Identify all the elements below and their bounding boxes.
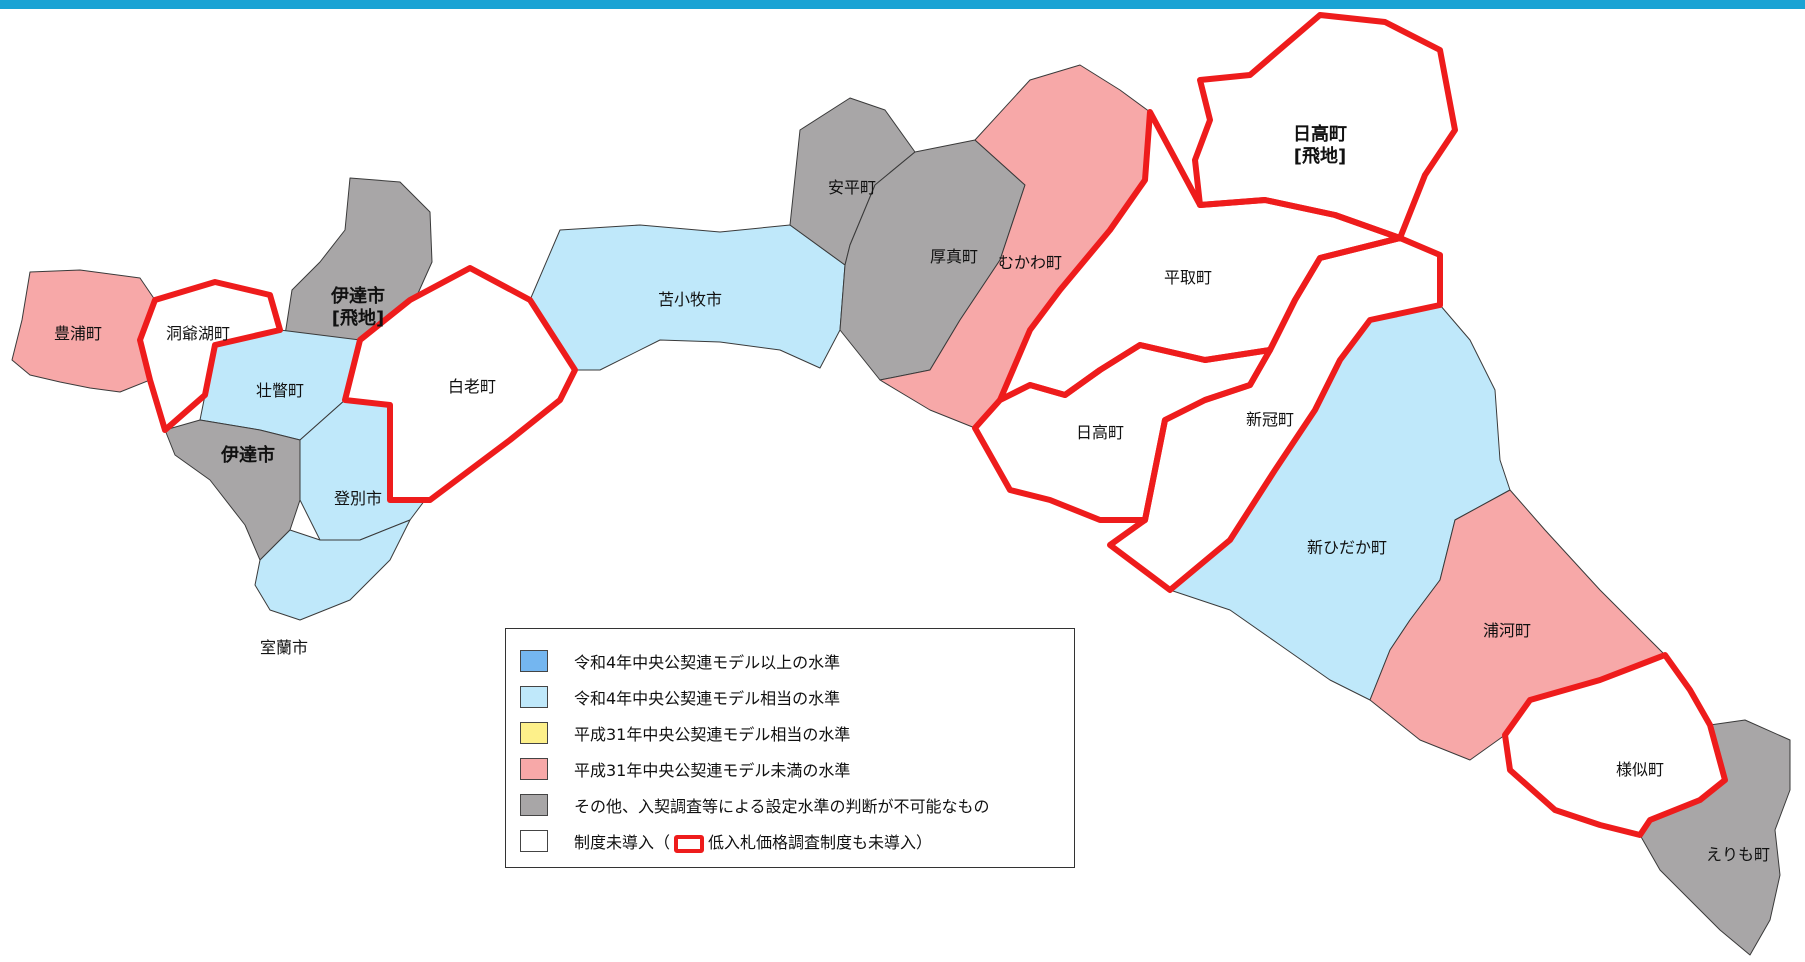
legend-item: 制度未導入（ 低入札価格調査制度も未導入）	[520, 827, 932, 855]
legend-item: 平成31年中央公契連モデル相当の水準	[520, 719, 850, 747]
red-outline-swatch	[674, 834, 705, 853]
region-toyoura	[11, 269, 156, 393]
label-mukawa: むかわ町	[997, 253, 1063, 272]
label-muroran: 室蘭市	[259, 638, 309, 657]
legend-swatch	[520, 722, 548, 744]
region-urakawa	[1369, 489, 1666, 761]
label-sobetsu: 壮瞥町	[255, 381, 305, 400]
legend-swatch	[520, 686, 548, 708]
legend-text-before: 制度未導入（	[574, 833, 671, 852]
label-hidaka: 日高町	[1075, 423, 1125, 442]
label-toyako: 洞爺湖町	[165, 324, 231, 343]
outline-hidaka-enclave	[1192, 12, 1458, 241]
outline-samani	[1502, 652, 1728, 838]
label-toyoura: 豊浦町	[53, 324, 103, 343]
label-noboribetsu: 登別市	[333, 489, 383, 508]
outline-toyako	[137, 279, 283, 433]
legend-swatch	[520, 830, 548, 852]
legend-item: その他、入契調査等による設定水準の判断が不可能なもの	[520, 791, 990, 819]
legend-item: 平成31年中央公契連モデル未満の水準	[520, 755, 850, 783]
label-biratori: 平取町	[1163, 268, 1213, 287]
label-samani: 様似町	[1615, 760, 1665, 779]
legend-text-after: 低入札価格調査制度も未導入）	[708, 833, 933, 852]
map-legend: 令和4年中央公契連モデル以上の水準 令和4年中央公契連モデル相当の水準 平成31…	[505, 628, 1075, 868]
label-shiraoi: 白老町	[447, 377, 497, 396]
label-date-enclave: 伊達市[飛地]	[331, 286, 385, 329]
label-niikappu: 新冠町	[1245, 410, 1295, 429]
label-shinhidaka: 新ひだか町	[1306, 538, 1388, 557]
label-abira: 安平町	[827, 178, 877, 197]
legend-item: 令和4年中央公契連モデル相当の水準	[520, 683, 840, 711]
label-hidaka-enclave: 日高町[飛地]	[1293, 124, 1347, 167]
label-urakawa: 浦河町	[1482, 621, 1532, 640]
legend-swatch	[520, 758, 548, 780]
label-erimo: えりも町	[1705, 845, 1771, 864]
label-tomakomai: 苫小牧市	[657, 290, 723, 309]
legend-item: 令和4年中央公契連モデル以上の水準	[520, 647, 840, 675]
top-accent-bar	[0, 0, 1805, 9]
legend-swatch	[520, 794, 548, 816]
legend-swatch	[520, 650, 548, 672]
region-date	[164, 419, 301, 561]
region-tomakomai	[529, 224, 846, 371]
outline-shiraoi	[342, 265, 578, 503]
label-date: 伊達市	[221, 445, 275, 466]
label-atsuma: 厚真町	[929, 247, 979, 266]
region-muroran	[254, 519, 411, 621]
outline-niikappu	[1107, 235, 1443, 593]
